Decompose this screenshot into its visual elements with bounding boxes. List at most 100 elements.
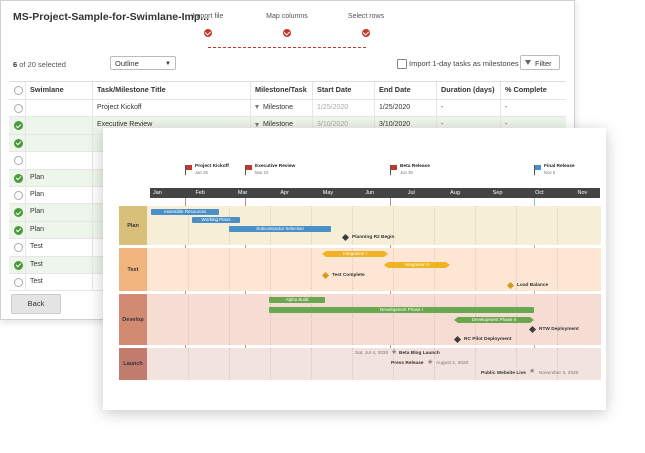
star-icon[interactable]: ★ (529, 368, 536, 375)
row-select-cell[interactable] (9, 135, 25, 151)
lane-develop: Develop Alpha Build Development Phase I … (119, 294, 601, 345)
row-checkbox[interactable] (14, 243, 23, 253)
milestone-diamond[interactable] (528, 325, 537, 334)
row-checkbox[interactable] (14, 138, 23, 148)
column-header[interactable]: Task/Milestone Title (92, 82, 250, 99)
table-cell-swimlane: Test (25, 273, 92, 291)
table-cell-swimlane (25, 100, 92, 117)
milestones-checkbox[interactable] (397, 59, 407, 69)
row-checkbox[interactable] (14, 173, 23, 183)
task-bar[interactable]: Assemble Resources (151, 209, 219, 215)
star-icon[interactable]: ★ (391, 349, 398, 356)
milestone-type-icon (255, 122, 259, 127)
task-bar[interactable]: Alpha Build (269, 297, 325, 303)
row-checkbox[interactable] (14, 260, 23, 270)
table-header: Swimlane Task/Milestone Title Milestone/… (9, 81, 566, 100)
column-header[interactable]: Milestone/Task (250, 82, 312, 99)
month-tick-label: Jun (365, 190, 375, 196)
month-gridline (188, 348, 189, 380)
task-bar[interactable]: Development Phase II (454, 317, 534, 323)
month-gridline (516, 206, 517, 245)
row-select-cell[interactable] (9, 152, 25, 168)
column-header[interactable]: % Complete (500, 82, 566, 99)
row-checkbox[interactable] (14, 190, 23, 200)
table-cell-title: Project Kickoff (92, 100, 250, 117)
filter-button[interactable]: Filter (520, 55, 560, 70)
lane-label: Test (119, 248, 147, 291)
table-cell-end: 3/10/2020 (374, 117, 436, 134)
check-icon (283, 29, 291, 37)
month-gridline (311, 206, 312, 245)
cell-text: 3/10/2020 (317, 121, 349, 129)
row-select-cell[interactable] (9, 274, 25, 290)
step-label: Select rows (347, 13, 385, 20)
row-select-cell[interactable] (9, 117, 25, 133)
back-button[interactable]: Back (11, 294, 61, 314)
row-select-cell[interactable] (9, 204, 25, 220)
table-cell-pct: - (500, 117, 566, 134)
cell-text: 1/25/2020 (317, 104, 349, 111)
task-bar[interactable]: Integration I (322, 251, 388, 257)
milestone-label: Test Complete (332, 273, 365, 278)
task-bar[interactable]: Development Phase I (269, 307, 534, 313)
row-checkbox[interactable] (14, 156, 23, 166)
cell-text: - (441, 121, 444, 129)
select-all-cell[interactable] (9, 82, 25, 99)
row-select-cell[interactable] (9, 239, 25, 255)
milestone-label: Public Website Live (481, 371, 526, 376)
month-tick-label: May (322, 190, 334, 196)
view-dropdown[interactable]: Outline ▼ (110, 56, 176, 70)
table-cell-swimlane (25, 134, 92, 152)
milestone-title: Final Release (544, 164, 575, 169)
step-select-rows[interactable]: Select rows (331, 13, 401, 37)
table-cell-swimlane (25, 152, 92, 169)
month-tick-label: Feb (195, 190, 205, 196)
milestone-diamond[interactable] (506, 281, 515, 290)
cell-text: Plan (30, 173, 45, 181)
lane-test: Test Integration I Integration II Test C… (119, 248, 601, 291)
month-gridline (434, 348, 435, 380)
row-checkbox[interactable] (14, 225, 23, 235)
row-select-cell[interactable] (9, 257, 25, 273)
row-select-cell[interactable] (9, 100, 25, 116)
month-gridline (188, 294, 189, 345)
cell-text: Test (30, 277, 43, 285)
selection-count: 6 of 20 selected (13, 60, 66, 69)
lane-body: Sat, Jul 4, 2020 ★ Beta Blog Launch Pres… (147, 348, 601, 380)
column-header[interactable]: Duration (days) (436, 82, 500, 99)
row-select-cell[interactable] (9, 222, 25, 238)
month-gridline (475, 206, 476, 245)
column-header[interactable]: Swimlane (25, 82, 92, 99)
table-cell-swimlane: Plan (25, 204, 92, 221)
milestone-label: Planning R2 Begin (352, 235, 395, 240)
task-bar[interactable]: Working Plans (192, 217, 240, 223)
milestone-label: RC Pilot Deployment (464, 337, 512, 342)
row-checkbox[interactable] (14, 121, 23, 131)
milestone-diamond[interactable] (341, 233, 350, 242)
flag-icon (245, 165, 246, 175)
row-select-cell[interactable] (9, 170, 25, 186)
column-header[interactable]: End Date (374, 82, 436, 99)
step-map-columns[interactable]: Map columns (252, 13, 322, 37)
select-all-radio[interactable] (14, 86, 23, 95)
task-bar[interactable]: Integration II (384, 262, 450, 268)
milestone-label: Beta Blog Launch (399, 351, 440, 356)
month-gridline (352, 248, 353, 291)
row-select-cell[interactable] (9, 187, 25, 203)
row-checkbox[interactable] (14, 277, 23, 287)
task-bar[interactable]: Subcontractor Selection (229, 226, 331, 232)
milestone-diamond[interactable] (321, 271, 330, 280)
flag-icon (534, 165, 535, 175)
lane-label: Launch (119, 348, 147, 380)
table-cell-title (92, 134, 250, 152)
column-header[interactable]: Start Date (312, 82, 374, 99)
month-gridline (270, 206, 271, 245)
milestone-date: Jan 25 (195, 170, 208, 175)
star-icon[interactable]: ★ (427, 359, 434, 366)
milestone-diamond[interactable] (453, 335, 462, 344)
row-checkbox[interactable] (14, 104, 23, 113)
step-import-file[interactable]: Import file (173, 13, 243, 37)
row-checkbox[interactable] (14, 208, 23, 218)
cell-text: - (505, 104, 508, 111)
